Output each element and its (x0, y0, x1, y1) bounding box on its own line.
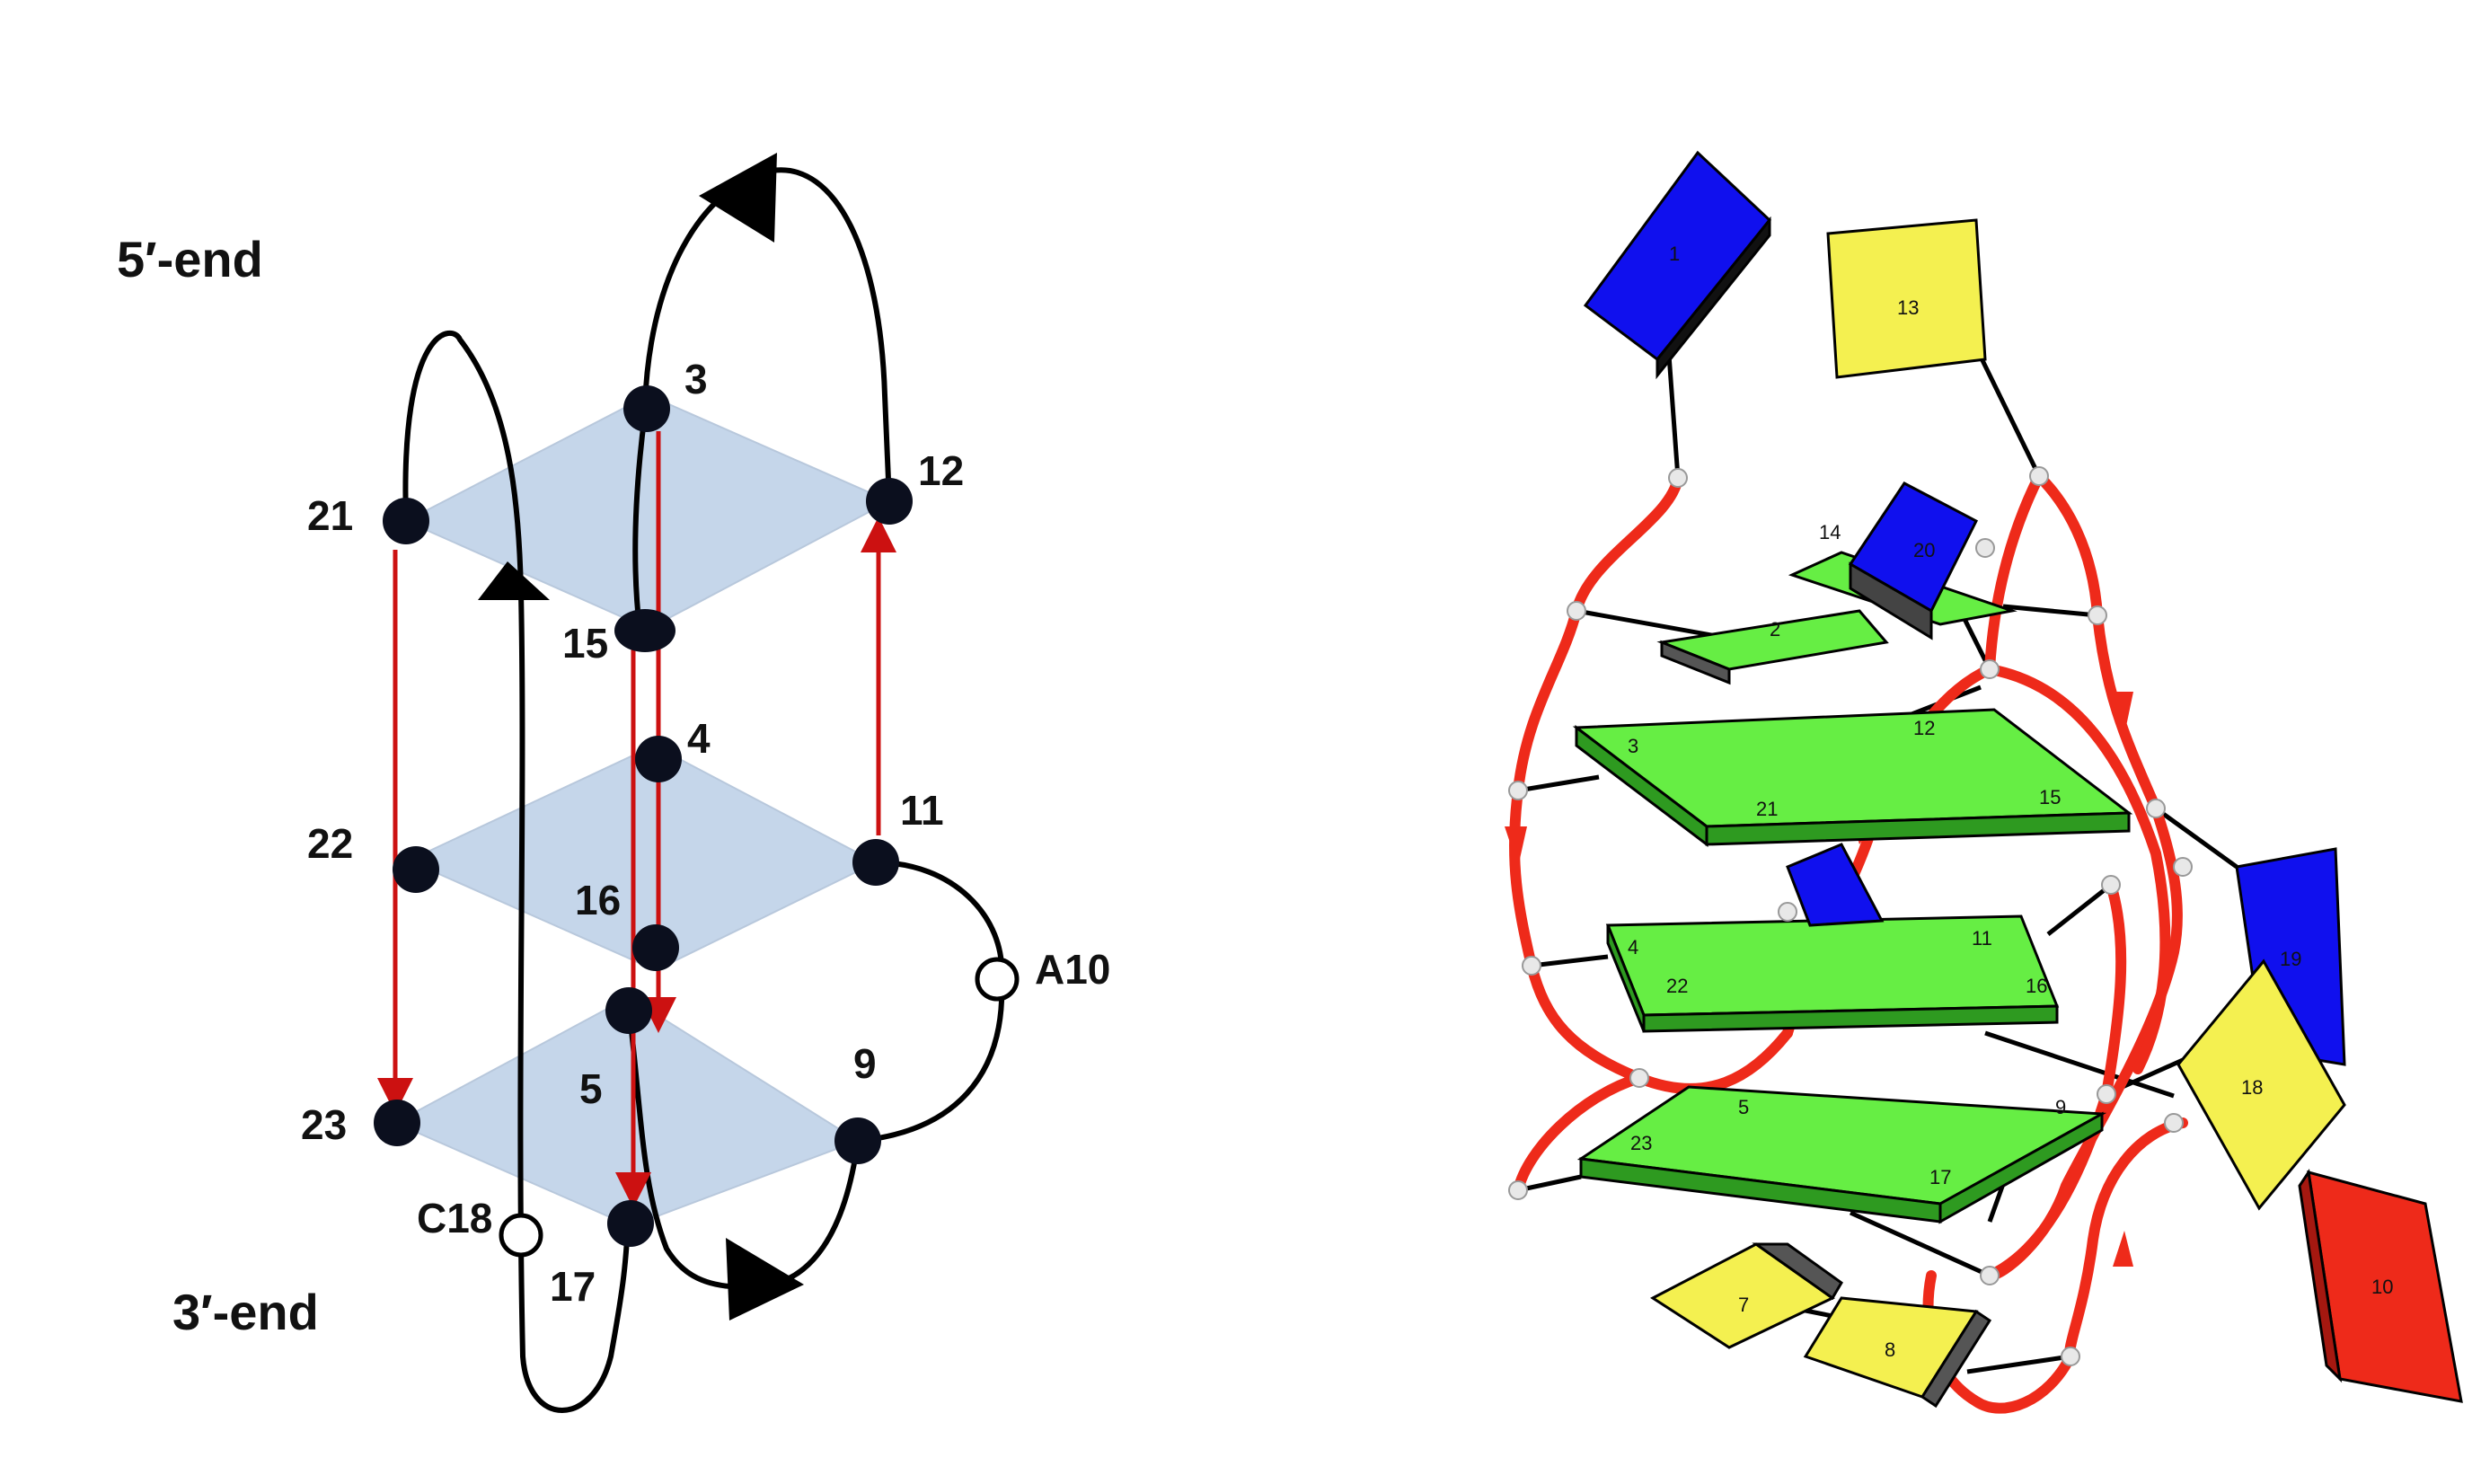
base-label-3: 3 (1628, 735, 1638, 757)
base-label-21: 21 (1756, 798, 1778, 820)
label-a10: A10 (1035, 946, 1110, 993)
nucleotide-4 (635, 736, 682, 782)
base-18 (2176, 958, 2346, 1211)
nucleotide-21 (383, 498, 429, 544)
label-5: 5 (579, 1065, 603, 1112)
label-21: 21 (307, 492, 353, 539)
base-label-1: 1 (1669, 243, 1680, 265)
label-16: 16 (575, 877, 621, 923)
base-label-10: 10 (2371, 1276, 2393, 1298)
base-13 (1826, 218, 1987, 379)
label-4: 4 (687, 715, 711, 762)
red-bases (2298, 1168, 2463, 1403)
nucleotide-22 (393, 846, 439, 893)
backbone-3-15 (632, 412, 648, 630)
base-label-17: 17 (1929, 1166, 1951, 1188)
base-label-20: 20 (1913, 539, 1935, 561)
base-label-18: 18 (2241, 1076, 2263, 1099)
base-label-22: 22 (1666, 975, 1688, 997)
base-label-14: 14 (1819, 521, 1841, 543)
base-label-12: 12 (1913, 717, 1935, 739)
nucleotide-15 (614, 609, 675, 652)
label-9: 9 (853, 1040, 877, 1087)
structure-cartoon: 1 13 14 20 2 3 12 21 15 4 22 11 16 19 5 … (1505, 150, 2463, 1414)
label-3: 3 (684, 356, 708, 402)
nucleotide-spheres (374, 385, 913, 1247)
base-label-7: 7 (1738, 1294, 1749, 1316)
base-label-15: 15 (2039, 786, 2061, 808)
base-label-9: 9 (2055, 1096, 2066, 1118)
label-23: 23 (301, 1101, 347, 1148)
blue-bases (1583, 150, 2346, 1066)
label-15: 15 (562, 620, 608, 667)
nucleotide-12 (866, 478, 913, 525)
loop-arrowhead-bottom (726, 1238, 804, 1321)
nucleotide-a10-marker (975, 957, 1020, 1002)
nucleotide-3 (623, 385, 670, 432)
topology-schematic: 5′-end 3′-end 3 12 21 15 4 11 22 16 A10 … (117, 153, 1110, 1413)
nucleotide-5 (605, 987, 652, 1034)
base-label-2: 2 (1770, 618, 1780, 640)
backbone-loop-21 (402, 330, 631, 1413)
base-label-23: 23 (1630, 1132, 1652, 1154)
nucleotide-9 (834, 1117, 881, 1164)
five-prime-end-label: 5′-end (117, 231, 263, 287)
loop-arrowhead-middle (478, 561, 550, 600)
base-label-11: 11 (1972, 927, 1992, 950)
base-label-4: 4 (1628, 936, 1638, 958)
base-6-partial (1786, 843, 1885, 927)
base-label-8: 8 (1885, 1338, 1895, 1361)
label-17: 17 (550, 1263, 596, 1310)
label-22: 22 (307, 820, 353, 867)
base-label-16: 16 (2026, 975, 2047, 997)
label-11: 11 (900, 787, 944, 834)
nucleotide-c18-marker (499, 1213, 543, 1258)
yellow-bases (1650, 218, 2346, 1409)
nucleotide-16 (632, 924, 679, 971)
three-prime-end-label: 3′-end (172, 1284, 319, 1340)
base-label-5: 5 (1738, 1096, 1749, 1118)
backbone-joints (1508, 466, 2193, 1366)
loop-arrowhead-top (699, 153, 777, 243)
base-label-19: 19 (2280, 948, 2301, 970)
backbone-loop-9-5 (626, 1005, 861, 1290)
backbone-loop-11-9 (857, 860, 1005, 1144)
nucleotide-17 (607, 1200, 654, 1247)
base-label-13: 13 (1897, 296, 1919, 319)
nucleotide-23 (374, 1100, 420, 1146)
label-12: 12 (918, 447, 964, 494)
nucleotide-11 (852, 839, 899, 886)
label-c18: C18 (417, 1195, 492, 1241)
base-labels: 1 13 14 20 2 3 12 21 15 4 22 11 16 19 5 … (1628, 243, 2393, 1361)
